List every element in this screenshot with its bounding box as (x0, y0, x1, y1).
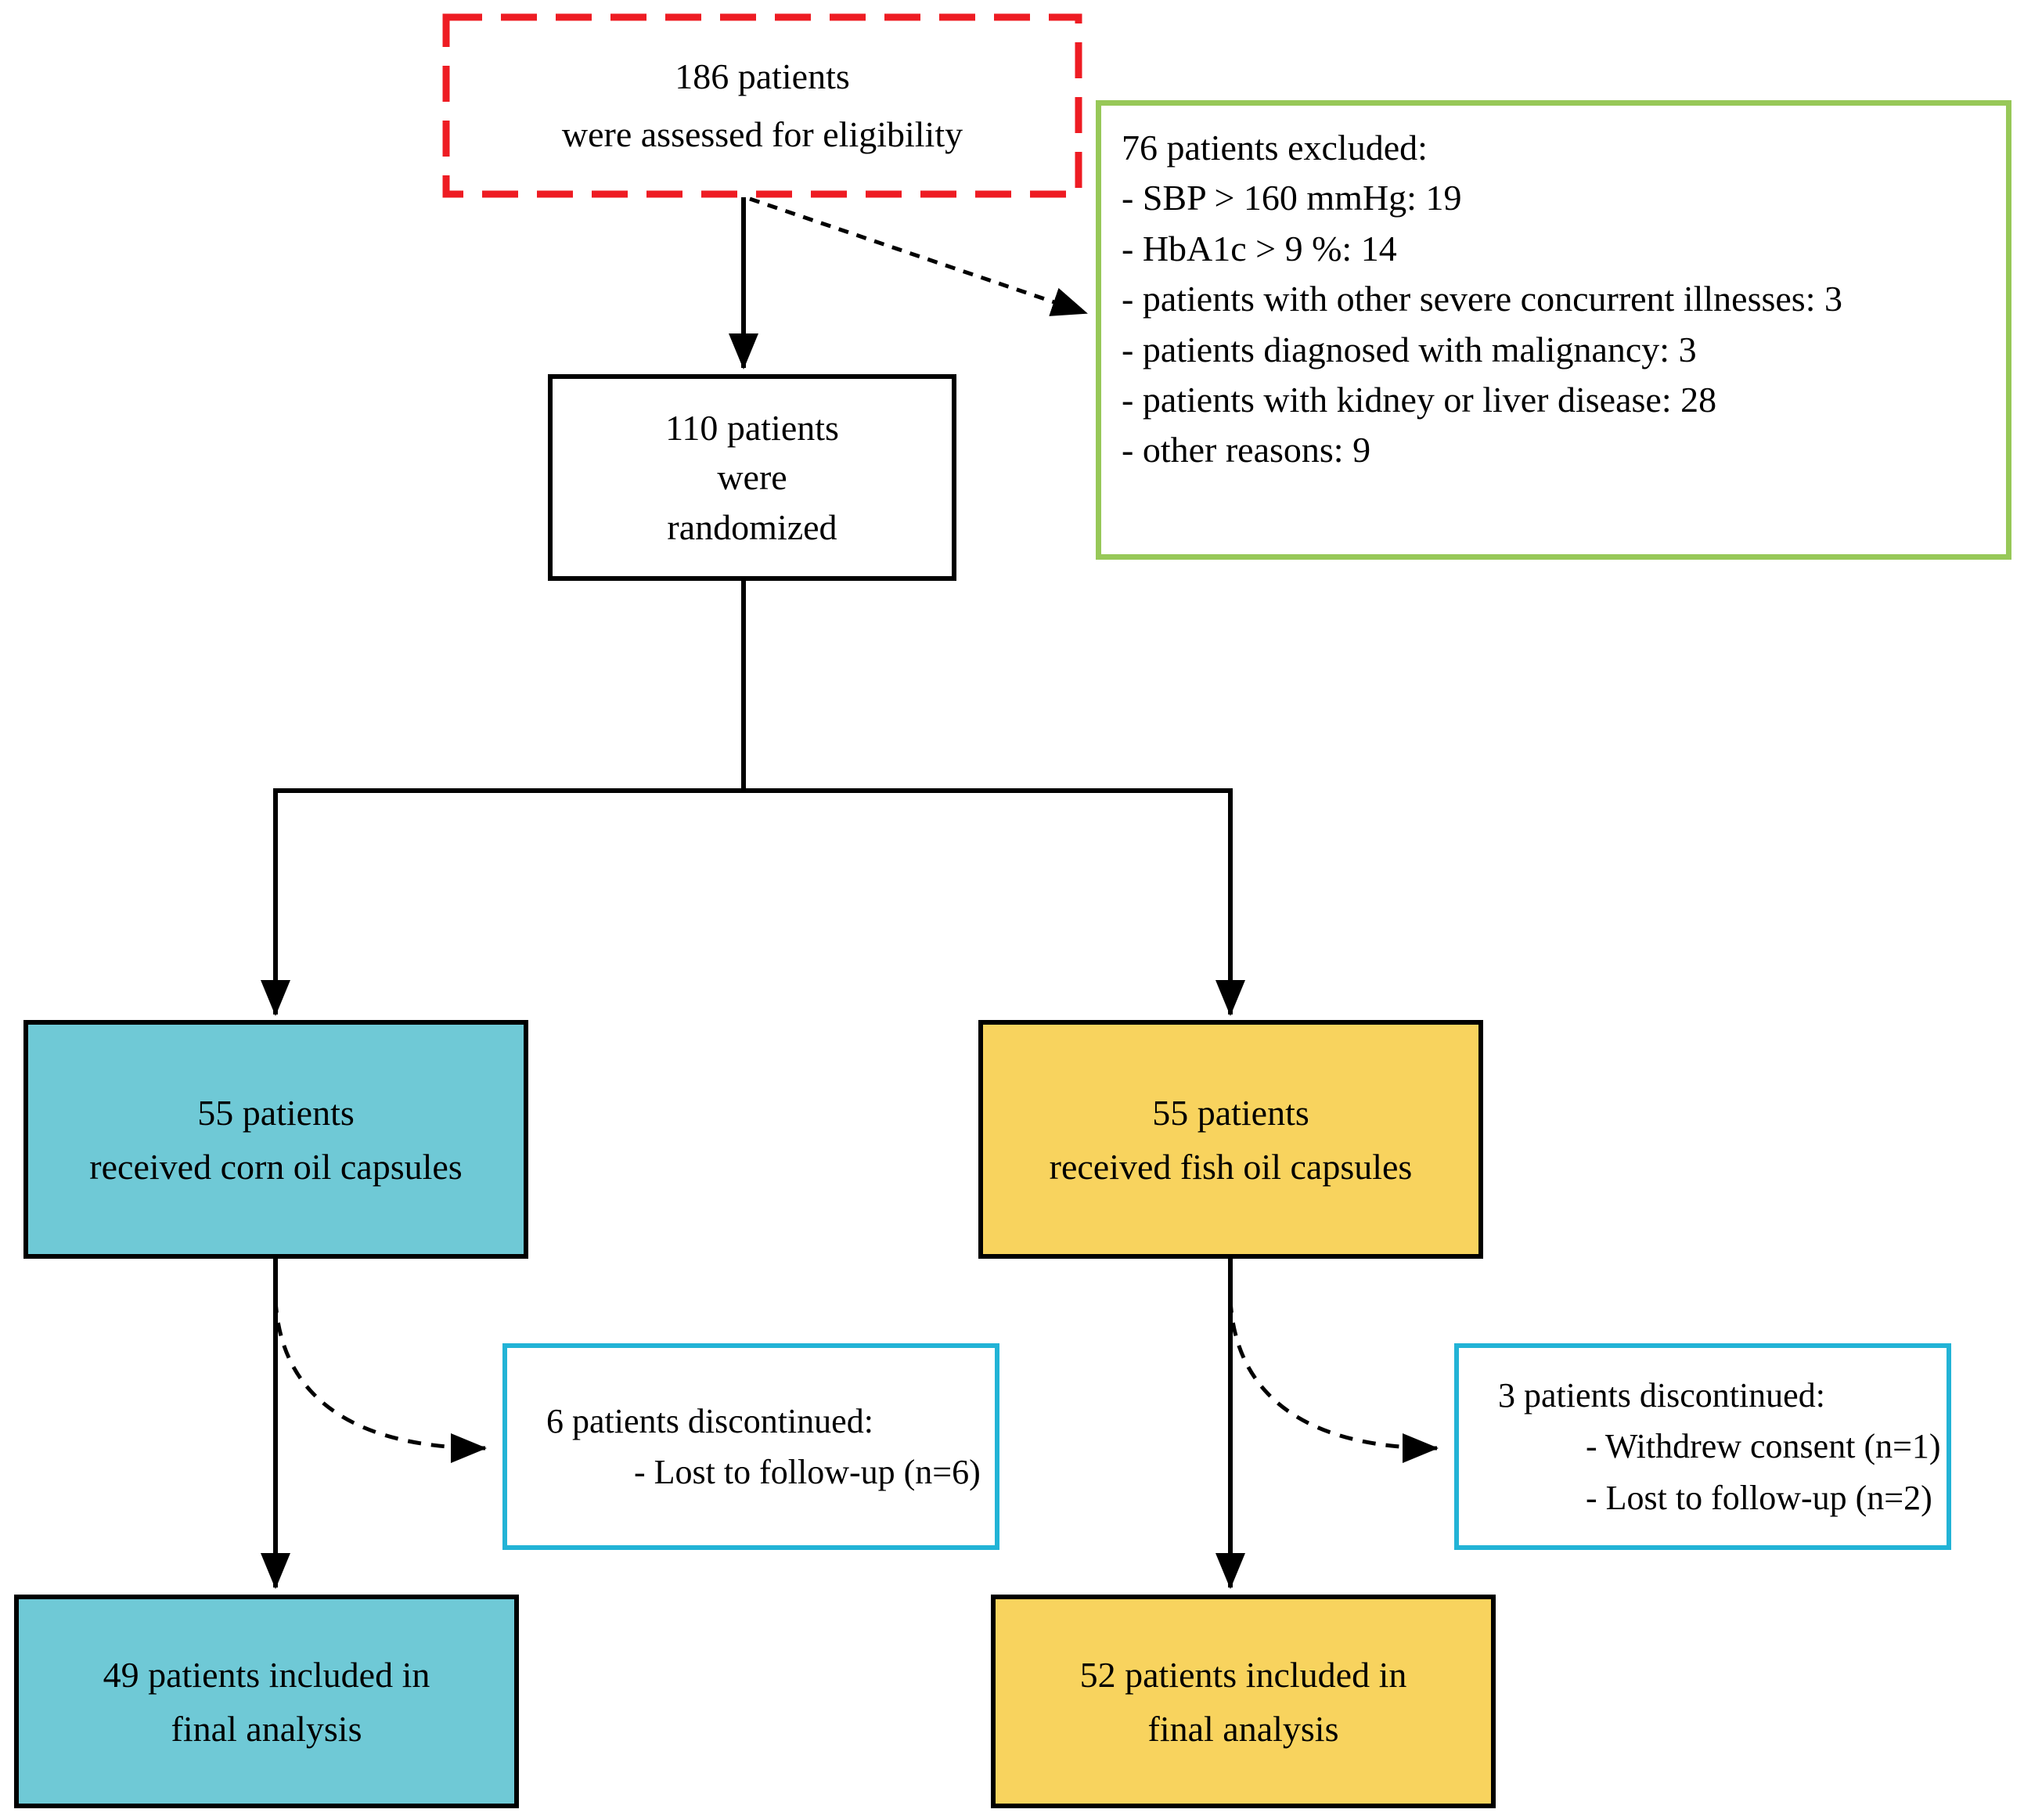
dashed-arrow-fish-discontinued (1228, 1299, 1439, 1463)
randomized-box: 110 patients were randomized (548, 374, 956, 581)
assessed-box-dashed-border (442, 13, 1082, 198)
box-line: received corn oil capsules (89, 1146, 463, 1187)
corn-oil-discontinued-box: 6 patients discontinued: - Lost to follo… (502, 1343, 999, 1550)
box-line: final analysis (1147, 1708, 1339, 1749)
box-line: - patients with other severe concurrent … (1122, 279, 1842, 319)
box-line: final analysis (171, 1708, 362, 1749)
box-line: 55 patients (197, 1092, 355, 1133)
dashed-arrow-corn-discontinued (273, 1299, 487, 1463)
box-line: 49 patients included in (103, 1654, 430, 1695)
fish-oil-final-box: 52 patients included in final analysis (991, 1595, 1496, 1808)
corn-oil-final-box: 49 patients included in final analysis (14, 1595, 519, 1808)
box-line: 110 patients (665, 407, 839, 448)
box-line: 3 patients discontinued: (1498, 1376, 1825, 1415)
box-line: were assessed for eligibility (561, 114, 963, 154)
box-line: 186 patients (675, 56, 850, 97)
box-line: randomized (667, 506, 837, 547)
assessed-eligibility-box: 186 patients were assessed for eligibili… (446, 17, 1079, 194)
excluded-box: 76 patients excluded: - SBP > 160 mmHg: … (1096, 100, 2011, 560)
box-line: - other reasons: 9 (1122, 430, 1371, 470)
fish-oil-discontinued-box: 3 patients discontinued: - Withdrew cons… (1454, 1343, 1951, 1550)
box-line: received fish oil capsules (1049, 1146, 1413, 1187)
box-line: - patients diagnosed with malignancy: 3 (1122, 329, 1697, 369)
box-line: - HbA1c > 9 %: 14 (1122, 228, 1397, 268)
box-line: 55 patients (1152, 1092, 1309, 1133)
box-line: 52 patients included in (1079, 1654, 1407, 1695)
box-line: were (717, 457, 787, 498)
box-line: - SBP > 160 mmHg: 19 (1122, 178, 1462, 218)
box-line: - Lost to follow-up (n=6) (634, 1453, 981, 1491)
box-line: 76 patients excluded: (1122, 128, 1428, 168)
box-line: - patients with kidney or liver disease:… (1122, 379, 1717, 420)
box-line: 6 patients discontinued: (546, 1401, 873, 1440)
box-line: - Lost to follow-up (n=2) (1586, 1478, 1932, 1517)
split-connector (273, 581, 1233, 793)
fish-oil-group-box: 55 patients received fish oil capsules (978, 1020, 1483, 1259)
dashed-arrow-to-excluded (749, 196, 1088, 316)
corn-oil-group-box: 55 patients received corn oil capsules (23, 1020, 528, 1259)
box-line: - Withdrew consent (n=1) (1586, 1427, 1941, 1466)
